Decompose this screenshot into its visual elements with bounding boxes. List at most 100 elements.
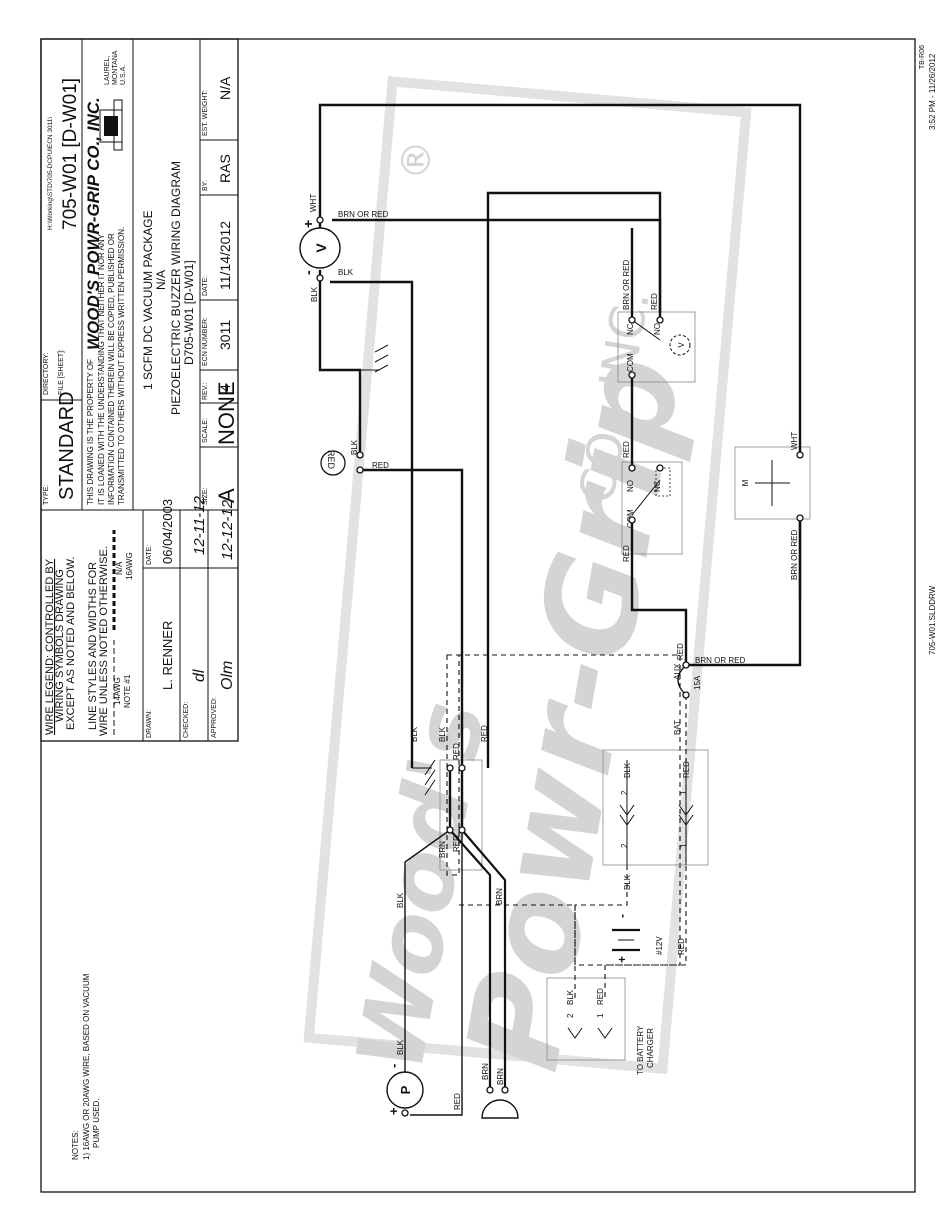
- file-label: FILE [SHEET]:: [58, 349, 65, 395]
- connection-nodes: [316, 216, 804, 1117]
- label-brn-buzzer-1: BRN: [495, 888, 504, 905]
- date2-value: 11/14/2012: [217, 221, 233, 290]
- label-red-led: RED: [372, 461, 389, 470]
- label-red-bulkhead: RED: [452, 743, 461, 760]
- wire-battery-blk: [574, 865, 628, 1000]
- vacuum-pump: P + -: [386, 1064, 424, 1115]
- property-line2: IT IS LOANED WITH THE UNDERSTANDING THAT…: [97, 233, 106, 505]
- drawn-label: DRAWN:: [146, 710, 153, 738]
- notes-heading: NOTES:: [71, 1130, 80, 1160]
- conn-pin1-a: 1: [679, 790, 688, 795]
- ecn-label: ECN NUMBER:: [202, 317, 209, 366]
- label-wht-top: WHT: [309, 194, 318, 212]
- label-brn-bulkhead: BRN: [438, 841, 447, 858]
- drawing-title-4: D705-W01 [D-W01]: [182, 260, 196, 365]
- vacuum-gauge-symbol: V: [313, 243, 329, 253]
- relay-upper-nc: NC: [626, 323, 635, 335]
- legend-line2: WIRING SYMBOLS DRAWING: [54, 569, 66, 722]
- directory-label: DIRECTORY:: [43, 352, 50, 395]
- notes: NOTES: 1) 16AWG OR 20AWG WIRE, BASED ON …: [71, 973, 101, 1160]
- relay-v-symbol: V: [677, 342, 686, 348]
- wire-pump-red: [410, 830, 463, 1116]
- label-wht-motor: WHT: [790, 432, 799, 450]
- size-label: SIZE:: [202, 487, 209, 505]
- ground-symbol-bulkhead: [412, 759, 436, 796]
- battery-voltage: #12V: [655, 936, 664, 955]
- battery-minus: -: [615, 914, 629, 918]
- motor: M: [741, 460, 790, 506]
- vacuum-gauge: V + -: [299, 220, 341, 275]
- charger-connector-box: [546, 977, 626, 1061]
- fuse-bat: BAT: [673, 720, 682, 735]
- gauge-minus: -: [300, 270, 316, 275]
- size-value: A: [214, 488, 239, 503]
- weight-value: N/A: [217, 76, 233, 100]
- battery: #12V + -: [612, 914, 664, 963]
- country: U.S.A.: [120, 65, 127, 85]
- enclosure-main: [446, 654, 460, 876]
- scale-label: SCALE:: [202, 418, 209, 443]
- type-value: STANDARD: [56, 391, 78, 500]
- relay-box-lower: [621, 461, 683, 555]
- line-styles-2: WIRE UNLESS NOTED OTHERWISE.: [98, 546, 110, 736]
- label-blk-pump-low: BLK: [396, 1039, 405, 1055]
- label-red-charger: RED: [596, 988, 605, 1005]
- checked-by: dl: [191, 669, 208, 682]
- notes-line2: PUMP USED.: [92, 1098, 101, 1148]
- pump-minus: -: [386, 1064, 401, 1068]
- charger-pin2: 2: [566, 1013, 575, 1018]
- property-line3: INFORMATION CONTAINED THEREIN WILL BE CO…: [107, 233, 116, 505]
- relay-box-upper: [617, 311, 696, 383]
- wire-pump-blk: [404, 829, 451, 1075]
- label-red-relay-no: RED: [650, 293, 659, 310]
- line-styles-1: LINE STYLES AND WIDTHS FOR: [87, 562, 99, 730]
- approved-by: Olm: [219, 661, 236, 690]
- drawing-title-1: 1 SCFM DC VACUUM PACKAGE: [141, 210, 155, 390]
- wire-gauge-blk: [318, 270, 362, 455]
- upper-relay: V COM NC NO: [626, 319, 691, 372]
- fuse-aux: AUX: [673, 663, 682, 680]
- approved-date: 12-12-12: [219, 499, 236, 560]
- wire-com-red: [630, 520, 688, 665]
- label-brn-or-red-aux: BRN OR RED: [695, 656, 745, 665]
- relay-lower-no: NO: [626, 480, 635, 492]
- weight-label: EST. WEIGHT:: [202, 90, 209, 136]
- watermark-registered: ®: [394, 140, 440, 180]
- drawn-date-label: DATE:: [146, 545, 153, 565]
- checked-label: CHECKED:: [183, 702, 190, 738]
- label-red-relay-link: RED: [622, 441, 631, 458]
- state: MONTANA: [112, 50, 119, 85]
- date2-label: DATE:: [202, 276, 209, 296]
- wire-buzzer-brn1: [461, 829, 507, 1090]
- label-blk-pump: BLK: [396, 892, 405, 908]
- label-blk-led: BLK: [350, 439, 359, 455]
- drawn-by: L. RENNER: [160, 621, 175, 690]
- label-brn-buzzer-a: BRN: [481, 1063, 490, 1080]
- wire-blk-main: [330, 280, 414, 768]
- label-brn-or-red-motor: BRN OR RED: [790, 530, 799, 580]
- label-brn-or-red-relay: BRN OR RED: [622, 260, 631, 310]
- label-red-aux: RED: [676, 643, 685, 660]
- label-red-bulkhead-low: RED: [452, 835, 461, 852]
- legend-line3: EXCEPT AS NOTED AND BELOW.: [65, 557, 77, 730]
- label-blk-battery: BLK: [623, 874, 632, 890]
- ground-symbol: [360, 344, 389, 373]
- scale-value: NONE: [214, 381, 239, 445]
- wire-battery-red: [604, 964, 686, 1000]
- label-brn-buzzer-b: BRN: [496, 1068, 505, 1085]
- wire-buzzer-brn2: [449, 829, 492, 1090]
- print-timestamp: 3:52 PM - 11/26/2012: [928, 53, 937, 130]
- label-red-connector: RED: [682, 761, 691, 778]
- rev-label: REV.:: [202, 382, 209, 400]
- legend-14awg: 14AWG: [113, 677, 122, 705]
- gauge-plus: +: [300, 220, 316, 228]
- piezo-buzzer: [481, 1099, 519, 1119]
- approved-label: APPROVED:: [211, 697, 218, 738]
- label-red-com: RED: [622, 545, 631, 562]
- label-red-battery: RED: [677, 938, 686, 955]
- legend-16awg: 16AWG: [125, 552, 134, 580]
- relay-lower-nc: NC: [653, 480, 662, 492]
- charger-pin1: 1: [596, 1013, 605, 1018]
- drawing-filename: 705-W01.SLDDRW: [928, 585, 937, 655]
